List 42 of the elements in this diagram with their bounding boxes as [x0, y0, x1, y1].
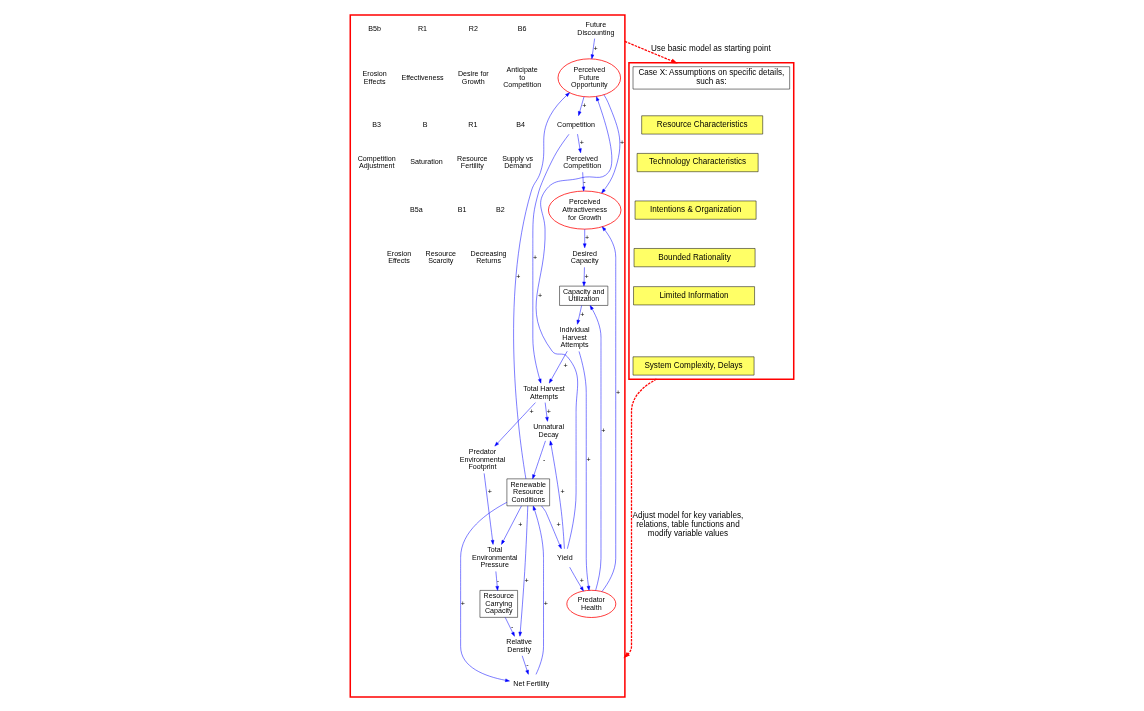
cluster: [628, 61, 795, 380]
edge-label: Use basic model as starting point: [650, 43, 771, 53]
arrow: [483, 472, 495, 545]
arrow: [601, 94, 621, 193]
arrow: [521, 655, 529, 675]
node-box: System Complexity, Delays: [632, 356, 755, 375]
arrow: [623, 378, 658, 658]
arrow: [541, 505, 562, 549]
arrow: [532, 440, 546, 479]
node-box: Intentions & Organization: [634, 200, 757, 219]
node-box: Resource Characteristics: [641, 115, 763, 134]
arrow: [532, 505, 544, 675]
edge-label: Adjust model for key variables, relations, table functions and modify variable values: [632, 510, 744, 538]
arrow: [576, 304, 582, 324]
arrow: [582, 266, 586, 286]
arrow: [460, 501, 510, 682]
arrow: [601, 226, 616, 592]
arrow: [549, 350, 568, 383]
arrow: [544, 401, 549, 422]
arrow: [549, 440, 565, 549]
arrow: [495, 570, 499, 591]
node-box: Bounded Rationality: [633, 247, 756, 267]
arrow: [578, 95, 585, 116]
arrow: [624, 40, 678, 63]
arrow: [504, 616, 515, 636]
node-box: Technology Characteristics: [636, 152, 759, 172]
arrow: [581, 171, 586, 191]
arrow: [513, 92, 570, 479]
arrow: [532, 133, 570, 383]
arrow: [518, 505, 529, 636]
node-box: Limited Information: [633, 285, 755, 305]
cluster: [349, 13, 626, 698]
arrow: [590, 37, 595, 59]
arrow: [535, 95, 613, 549]
arrow: [569, 566, 584, 591]
arrow: [578, 350, 591, 590]
arrow: [501, 505, 522, 545]
node-box: Case X: Assumptions on specific details, such as:: [632, 65, 790, 89]
arrow: [494, 401, 536, 446]
arrow: [577, 133, 582, 153]
arrow: [583, 228, 587, 248]
arrow: [589, 304, 602, 591]
